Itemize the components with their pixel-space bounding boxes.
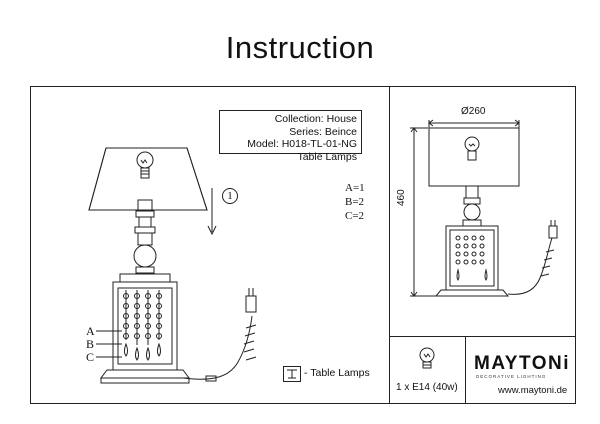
bulb-icon bbox=[136, 151, 154, 179]
lamp-stem bbox=[133, 199, 157, 274]
part-b-count: B=2 bbox=[345, 196, 365, 208]
lamp-body bbox=[100, 273, 190, 384]
vertical-divider bbox=[389, 86, 390, 404]
power-cord bbox=[182, 288, 257, 382]
product-info-box: Collection: House Series: Beince Model: … bbox=[219, 110, 362, 163]
light-bulb-icon bbox=[419, 347, 435, 369]
brand-url: www.maytoni.de bbox=[498, 385, 568, 396]
bulb-spec: 1 x E14 (40w) bbox=[396, 382, 458, 393]
height-label: 460 bbox=[396, 189, 407, 206]
horizontal-divider bbox=[389, 336, 576, 337]
diameter-dimension bbox=[428, 119, 520, 128]
part-a-count: A=1 bbox=[345, 182, 365, 194]
parts-list: A=1 B=2 C=2 bbox=[345, 181, 365, 223]
table-lamp-legend-icon bbox=[287, 369, 297, 379]
legend-box bbox=[283, 366, 301, 382]
page-title: Instruction bbox=[225, 30, 375, 65]
instruction-frame bbox=[30, 86, 576, 404]
crystal-grid bbox=[123, 290, 162, 361]
height-dimension bbox=[410, 127, 436, 297]
part-letter-b: B bbox=[86, 337, 95, 351]
part-letter-c: C bbox=[86, 350, 95, 364]
legend-label: - Table Lamps bbox=[304, 367, 370, 379]
type-label: Table Lamps bbox=[297, 150, 357, 163]
diameter-label: Ø260 bbox=[461, 106, 486, 117]
lampshade-drawing bbox=[88, 147, 208, 211]
step-number-badge: 1 bbox=[222, 188, 238, 204]
model-label: Model: H018-TL-01-NG bbox=[247, 138, 357, 150]
brand-logo: MAYTONi bbox=[474, 353, 571, 374]
part-c-count: C=2 bbox=[345, 210, 365, 222]
footer-divider bbox=[465, 336, 466, 404]
dimensioned-lamp-drawing bbox=[428, 127, 558, 297]
series-label: Series: Beince bbox=[289, 125, 357, 138]
assembly-arrow bbox=[207, 188, 217, 236]
brand-tagline: DECORATIVE LIGHTING bbox=[476, 374, 547, 379]
collection-label: Collection: House bbox=[274, 113, 357, 125]
part-letter-a: A bbox=[86, 324, 95, 338]
part-leader-lines bbox=[96, 330, 122, 358]
